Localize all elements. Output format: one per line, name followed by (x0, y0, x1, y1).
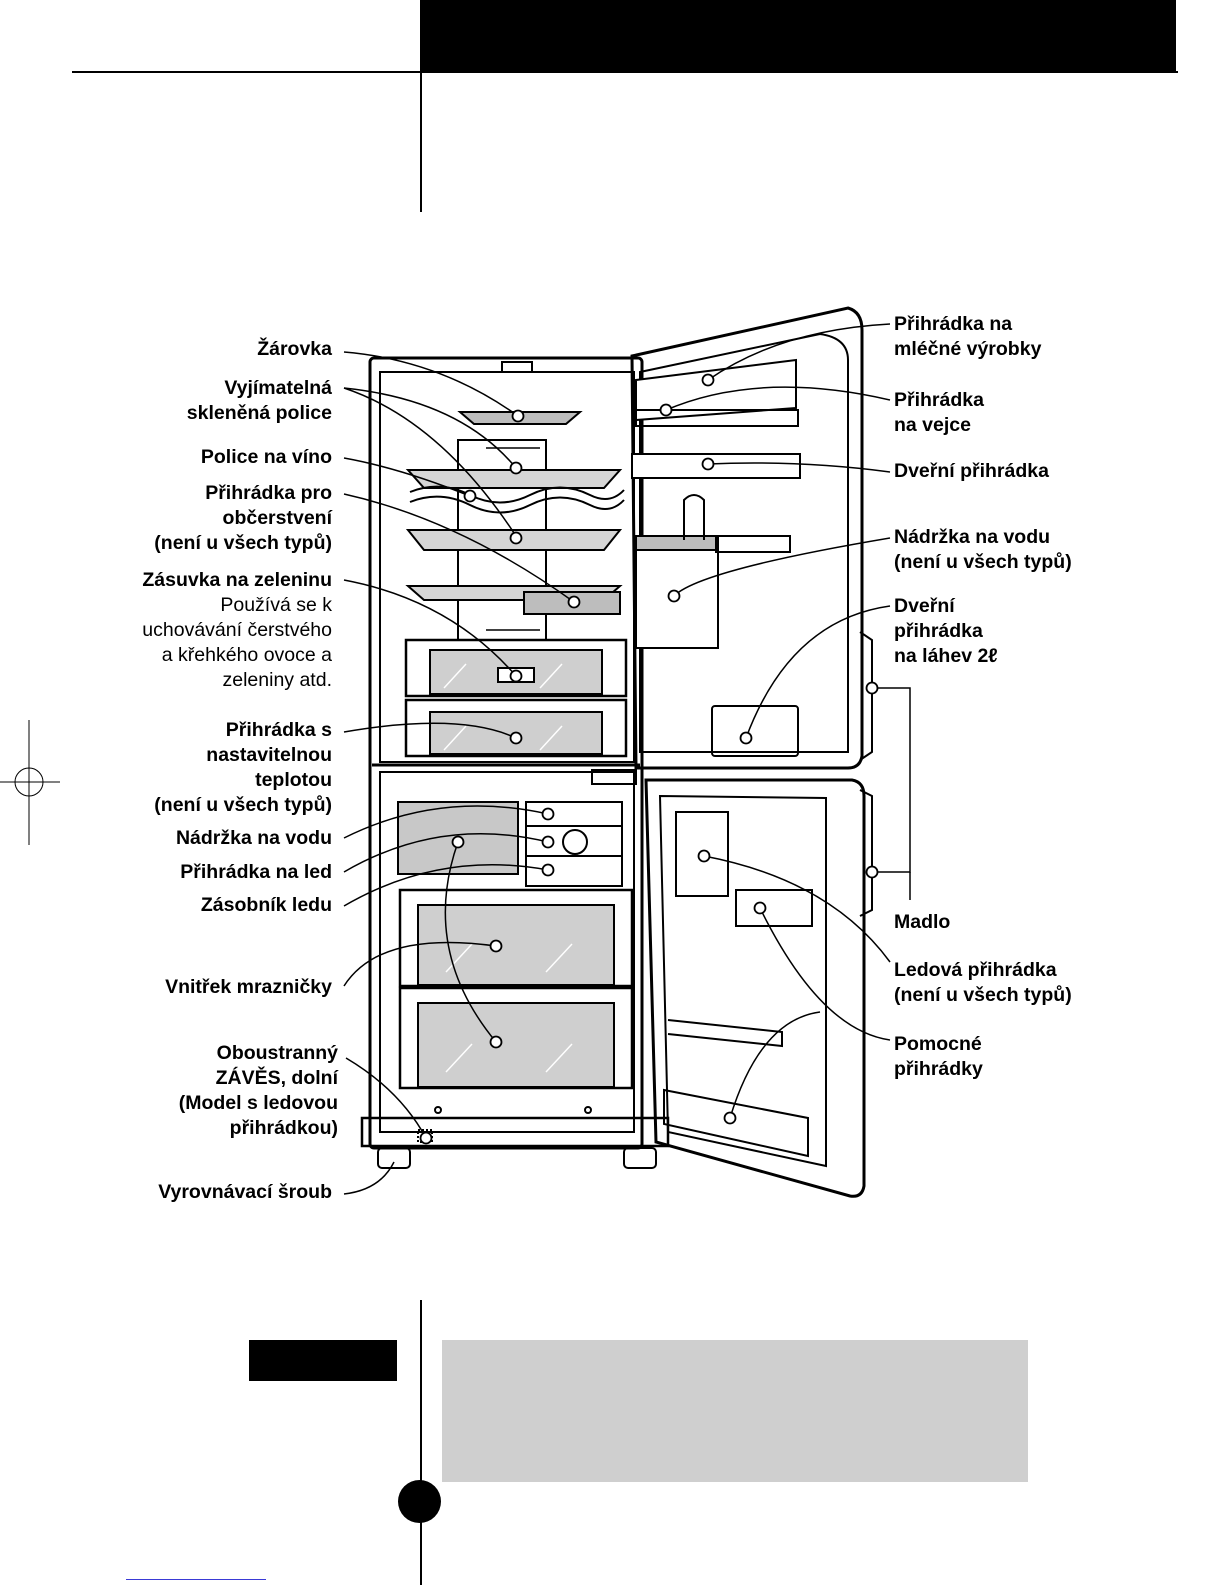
vertical-rule-top (420, 72, 422, 212)
bottom-link-underline (126, 1579, 266, 1580)
vertical-rule-bottom (420, 1300, 422, 1585)
label-madlo: Madlo (894, 911, 951, 933)
leader-lines (343, 323, 911, 1195)
freezer-door (591, 769, 873, 1198)
fridge-door (630, 306, 873, 770)
label-ledova-prihradka: Ledová přihrádka(není u všech typů) (894, 959, 1072, 1006)
label-dverni-prihradka: Dveřní přihrádka (894, 460, 1049, 482)
label-nadrzka-vodu-left: Nádržka na vodu (175, 827, 332, 849)
label-vnitrek-mraznicky: Vnitřek mrazničky (165, 976, 332, 998)
registration-mark-icon (0, 720, 60, 845)
fridge-cabinet (360, 356, 670, 1169)
note-box (442, 1340, 1028, 1482)
note-tag (249, 1340, 397, 1381)
label-nadrzka-vodu-right: Nádržka na vodu(není u všech typů) (894, 526, 1072, 573)
label-vyrovnavaci-sroub: Vyrovnávací šroub (158, 1181, 332, 1203)
header-bar (420, 0, 1176, 72)
label-zarovka: Žárovka (257, 338, 332, 360)
callout-dots (419, 373, 879, 1145)
label-police-na-vino: Police na víno (200, 446, 332, 468)
label-prihradka-led: Přihrádka na led (180, 861, 332, 883)
label-zasobnik-ledu: Zásobník ledu (200, 894, 332, 916)
page-number-dot (398, 1480, 441, 1523)
top-rule (72, 71, 1178, 73)
